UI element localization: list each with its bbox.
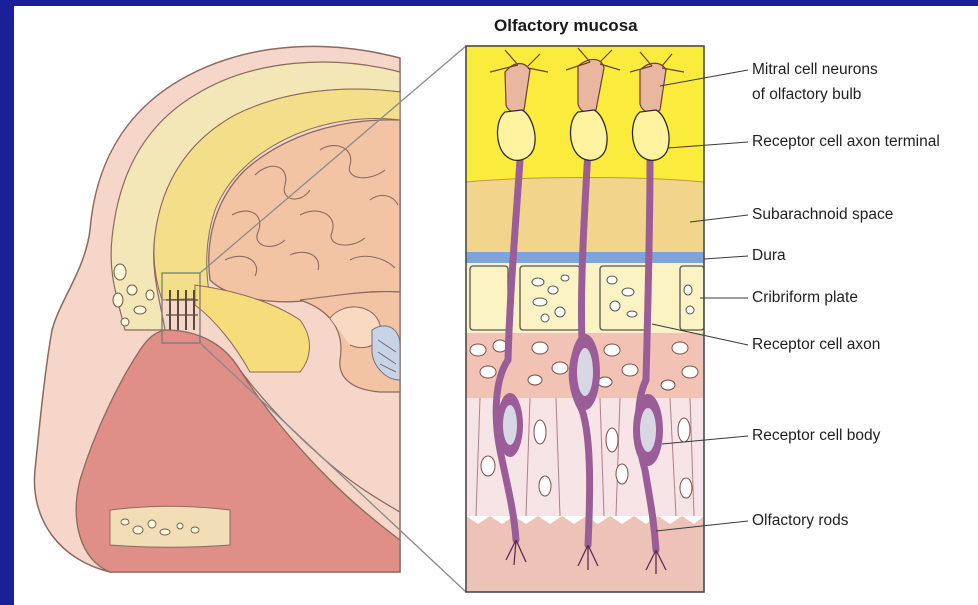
- label-cribriform: Cribriform plate: [752, 287, 858, 309]
- label-mitral-line2: of olfactory bulb: [752, 84, 861, 106]
- label-receptor-body: Receptor cell body: [752, 425, 880, 447]
- label-dura: Dura: [752, 245, 786, 267]
- mucosa-panel: [466, 46, 704, 592]
- lamina-propria: [466, 516, 704, 592]
- label-receptor-axon-terminal: Receptor cell axon terminal: [752, 131, 940, 153]
- axon-terminals: [498, 110, 670, 160]
- label-receptor-axon: Receptor cell axon: [752, 334, 880, 356]
- palate: [110, 506, 230, 547]
- diagram-title: Olfactory mucosa: [494, 16, 638, 36]
- label-subarachnoid: Subarachnoid space: [752, 204, 893, 226]
- head-sagittal-section: [34, 46, 466, 592]
- label-mitral-line1: Mitral cell neurons: [752, 59, 878, 81]
- label-olfactory-rods: Olfactory rods: [752, 510, 848, 532]
